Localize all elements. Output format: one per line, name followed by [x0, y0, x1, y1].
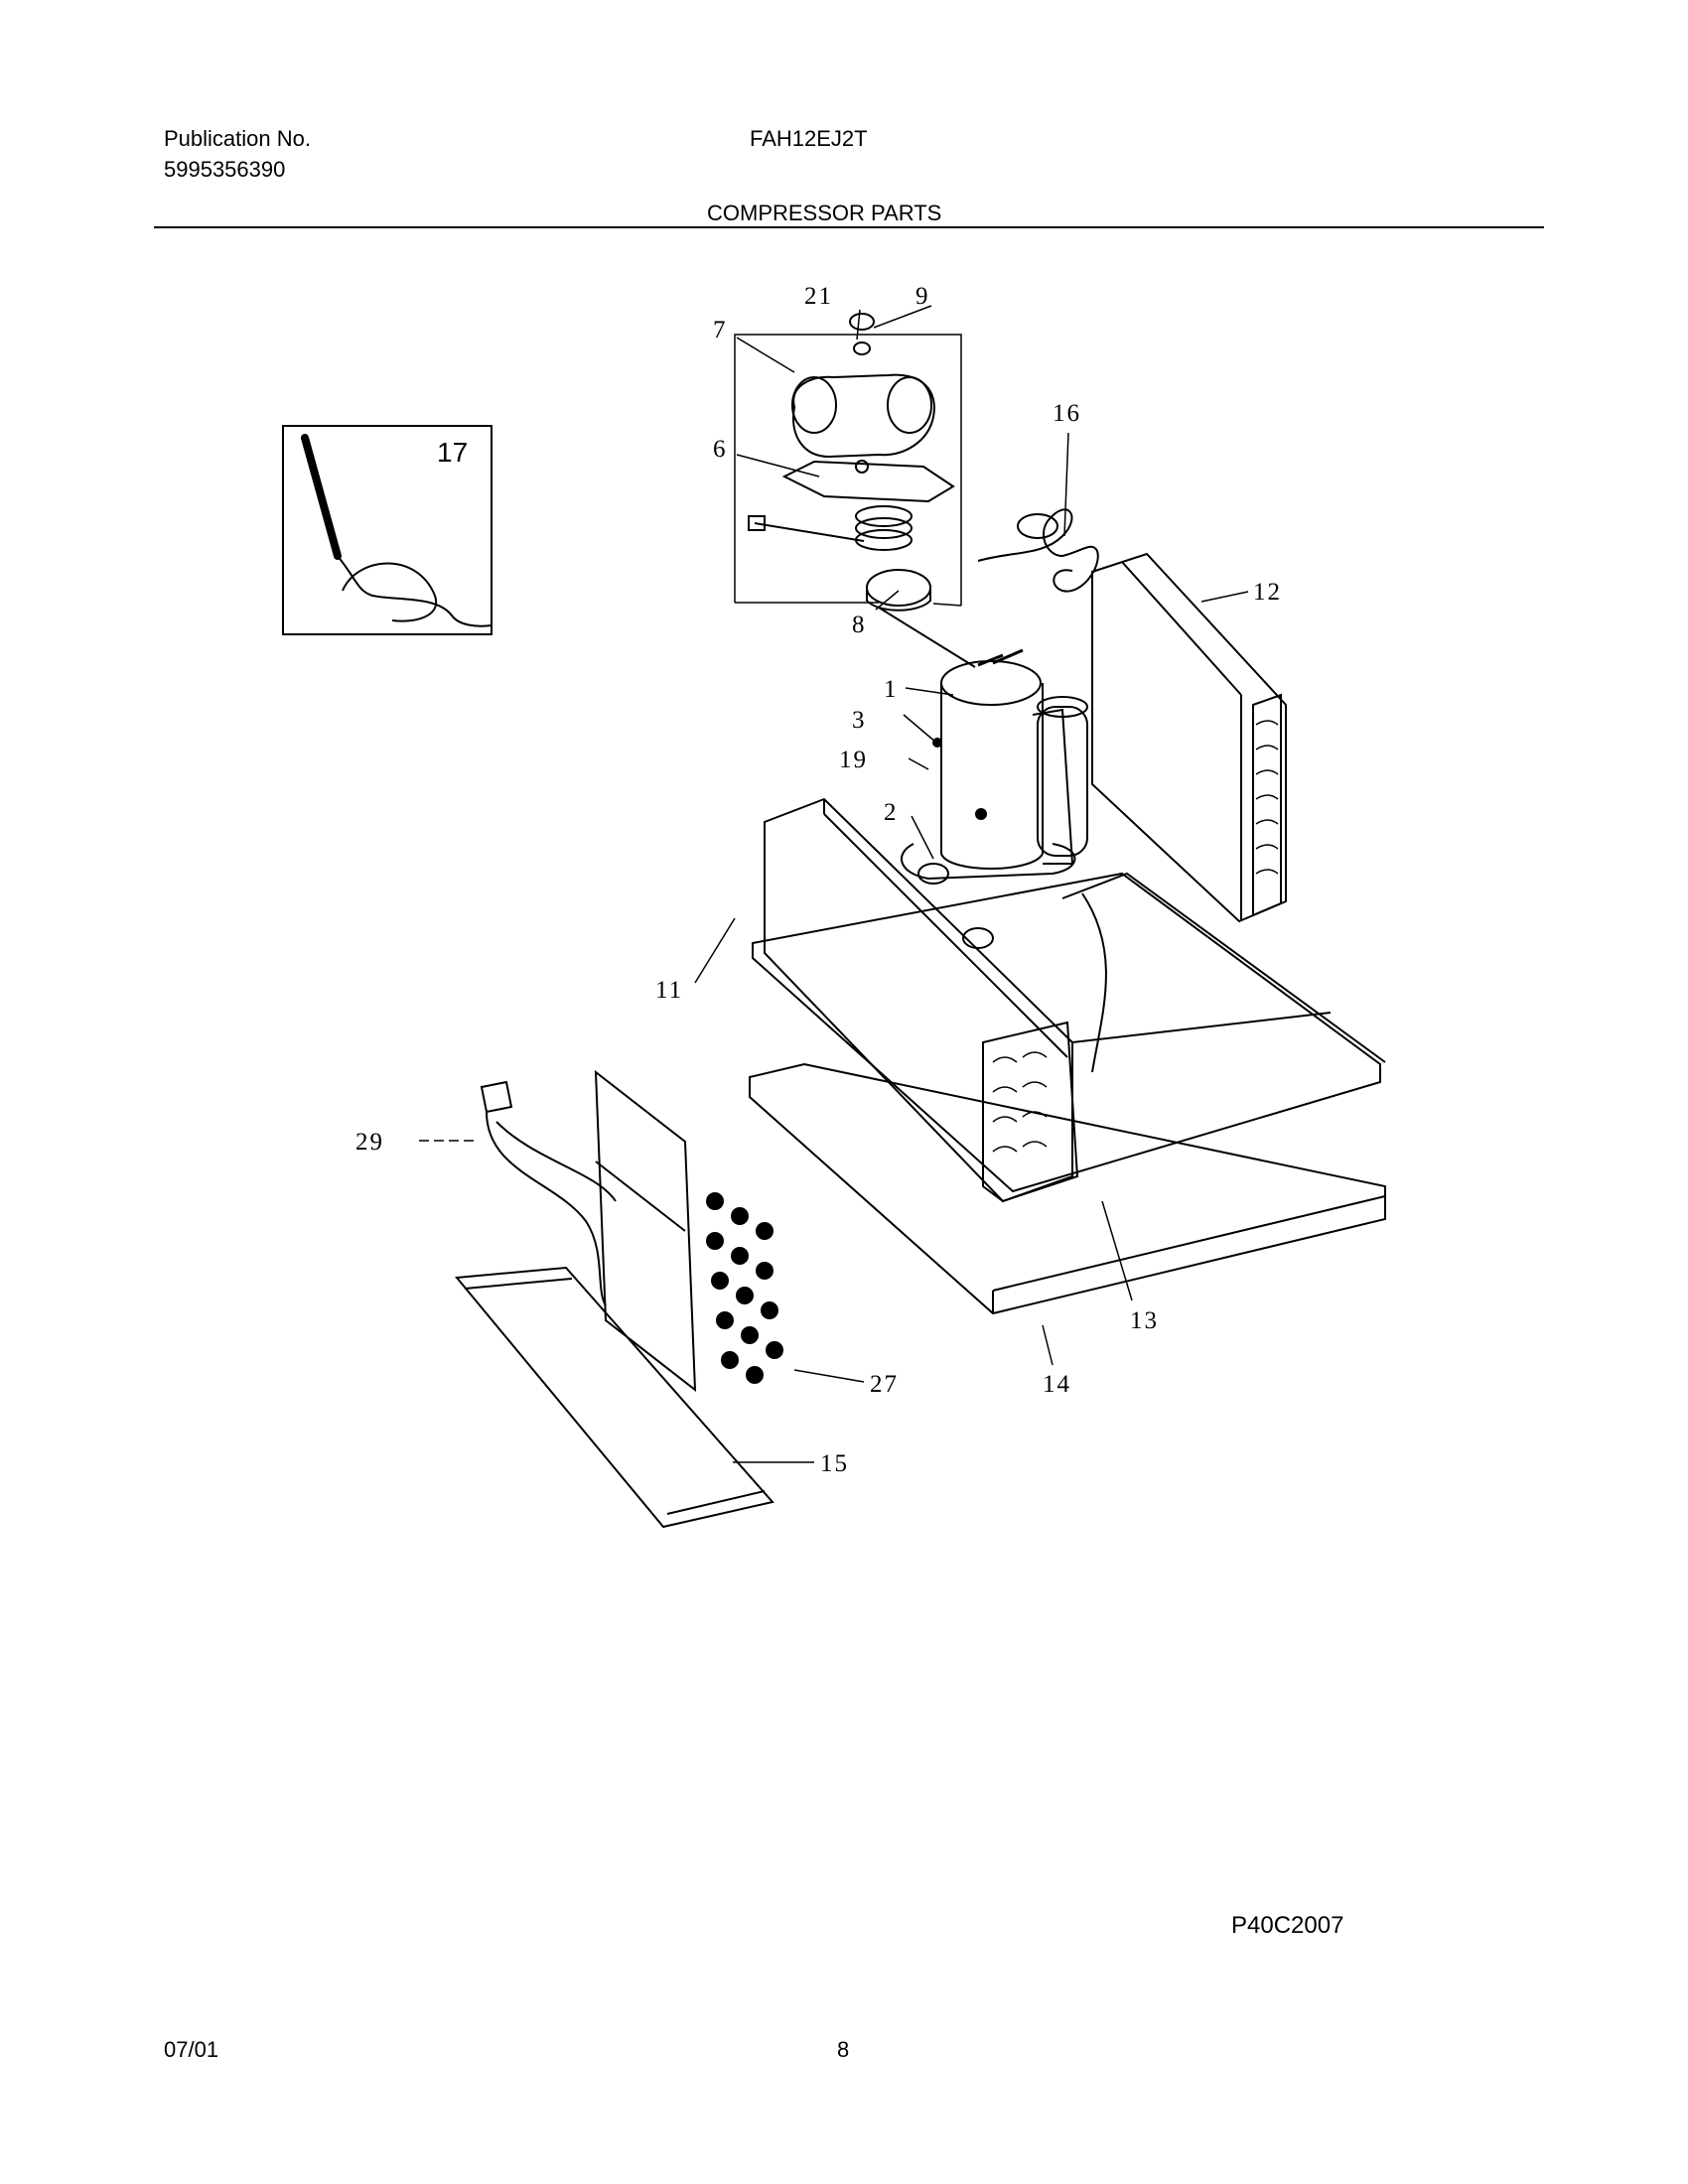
- reference-code: P40C2007: [1231, 1912, 1344, 1939]
- callout-12: 12: [1253, 579, 1282, 606]
- section-title: COMPRESSOR PARTS: [707, 201, 942, 225]
- callout-27: 27: [870, 1371, 899, 1398]
- part-29-harness: [480, 1080, 617, 1306]
- publication-number: 5995356390: [164, 157, 286, 182]
- callout-7: 7: [713, 317, 728, 343]
- callout-11: 11: [655, 977, 683, 1004]
- callout-1: 1: [884, 676, 899, 703]
- callout-8: 8: [852, 612, 867, 638]
- part-15-sheet: [455, 1266, 774, 1529]
- header-rule: [154, 226, 1544, 228]
- callout-14: 14: [1043, 1371, 1071, 1398]
- part-1-compressor: [901, 648, 1088, 949]
- part-16-wire: [977, 508, 1099, 593]
- page-number: 8: [837, 2037, 850, 2062]
- callout-13: 13: [1130, 1307, 1159, 1334]
- callout-15: 15: [820, 1450, 849, 1477]
- part-14-base: [749, 1062, 1386, 1315]
- part-27-electrical-assembly: [594, 1069, 783, 1393]
- part-11-coil-assembly: [764, 797, 1079, 1203]
- callout-labels: 21 9 7 6 16 12 8 1 3 19 2 11 29 13 14 27…: [355, 283, 1282, 1477]
- inset-label-17: 17: [437, 437, 468, 468]
- callout-2: 2: [884, 799, 899, 826]
- callout-3: 3: [852, 707, 867, 734]
- inset-box-17: [282, 425, 492, 635]
- callout-6: 6: [713, 436, 728, 463]
- callout-29: 29: [355, 1129, 384, 1156]
- callout-9: 9: [915, 283, 930, 310]
- compressor-top-detail-frame: [734, 313, 962, 612]
- publication-label: Publication No.: [164, 126, 311, 151]
- callout-21: 21: [804, 283, 833, 310]
- footer-date: 07/01: [164, 2037, 219, 2062]
- leader-lines: [419, 305, 1249, 1463]
- part-12-condenser: [1091, 552, 1287, 923]
- callout-16: 16: [1053, 400, 1081, 427]
- model-number: FAH12EJ2T: [750, 126, 868, 151]
- callout-19: 19: [839, 747, 868, 773]
- part-13-base-pan: [752, 872, 1386, 1193]
